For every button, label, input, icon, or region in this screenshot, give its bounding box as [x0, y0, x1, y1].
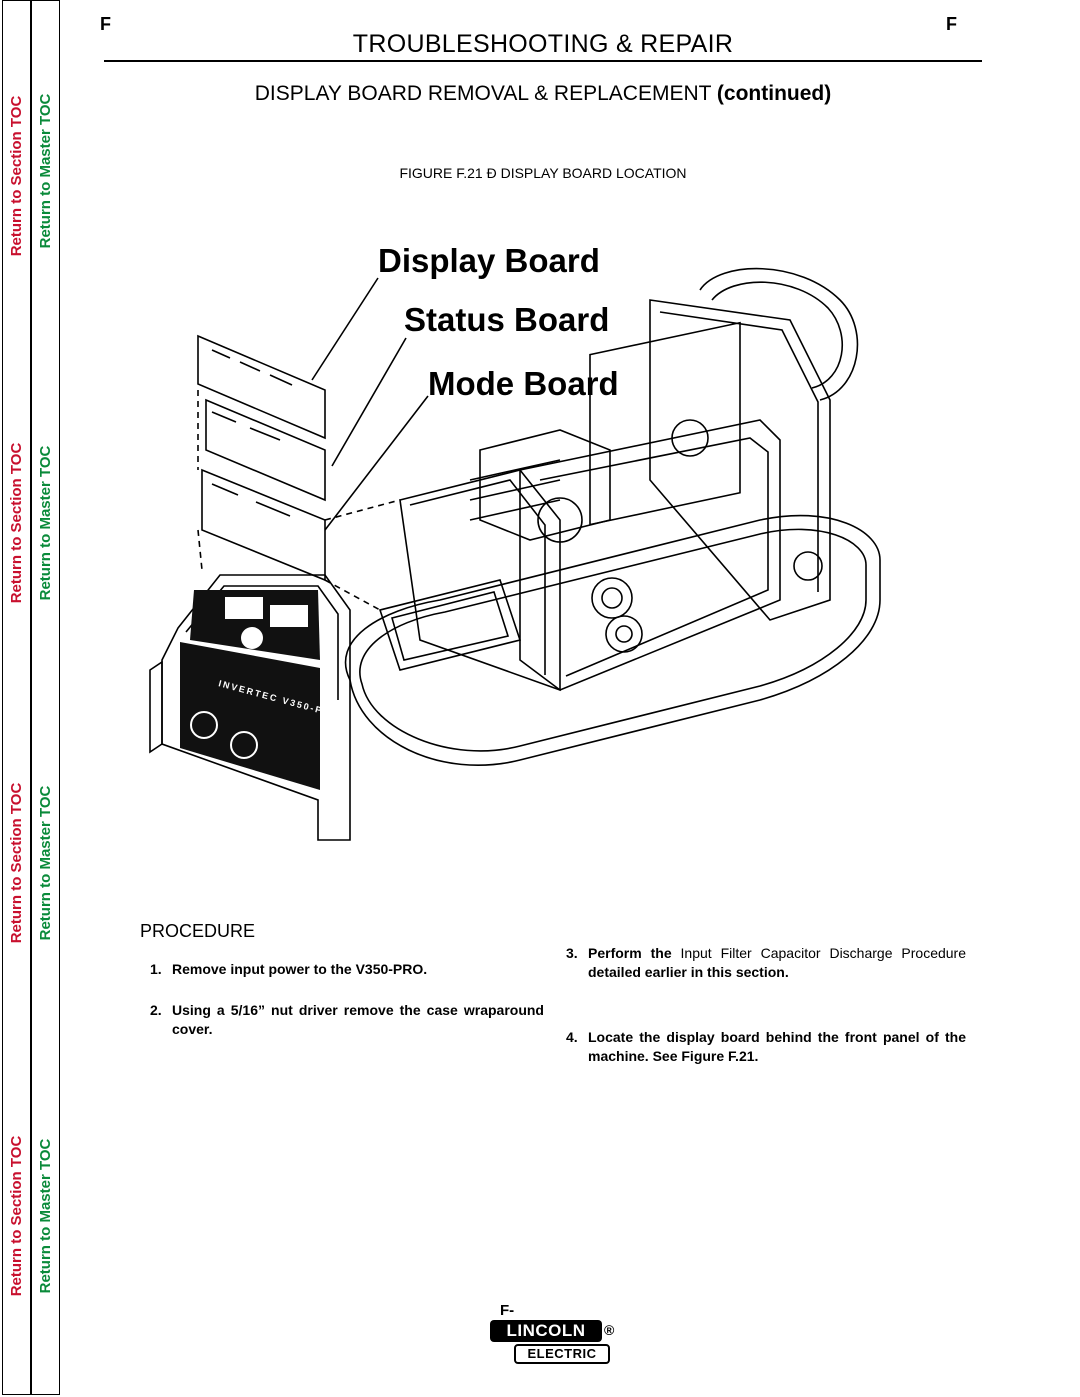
procedure-step-2: 2. Using a 5/16” nut driver remove the c… — [150, 1001, 544, 1039]
section-title-text: DISPLAY BOARD REMOVAL & REPLACEMENT — [254, 82, 712, 105]
procedure-step-1: 1. Remove input power to the V350-PRO. — [150, 960, 544, 979]
section-title-suffix: (continued) — [716, 82, 832, 105]
logo-top-text: LINCOLN — [490, 1320, 602, 1342]
step-number: 2. — [150, 1002, 162, 1018]
procedure-heading: PROCEDURE — [140, 921, 256, 941]
callout-mode-board: Mode Board — [428, 365, 619, 402]
header-page-mark-left: F — [100, 14, 111, 34]
step-text-procedure-name: Input Filter Capacitor Discharge Procedu… — [680, 945, 966, 961]
section-title: DISPLAY BOARD REMOVAL & REPLACEMENT (con… — [104, 82, 982, 106]
registered-mark: ® — [604, 1322, 615, 1338]
master-toc-tab: Return to Master TOC Return to Master TO… — [31, 0, 60, 1395]
callout-display-board: Display Board — [378, 242, 600, 279]
step-text: Remove input power to the V350-PRO. — [172, 961, 428, 977]
page-number: F- — [500, 1302, 515, 1319]
lincoln-electric-logo: LINCOLN ® ELECTRIC — [490, 1320, 622, 1368]
callout-status-board: Status Board — [404, 301, 610, 338]
logo-bottom-text: ELECTRIC — [514, 1344, 610, 1364]
procedure-step-4: 4. Locate the display board behind the f… — [566, 1028, 966, 1066]
step-number: 3. — [566, 945, 578, 961]
step-text: Locate the display board behind the fron… — [588, 1029, 966, 1064]
page-title: TROUBLESHOOTING & REPAIR — [104, 30, 982, 62]
section-toc-tab: Return to Section TOC Return to Section … — [2, 0, 31, 1395]
figure-caption: FIGURE F.21 Ð DISPLAY BOARD LOCATION — [399, 165, 687, 181]
step-text: Using a 5/16” nut driver remove the case… — [172, 1002, 544, 1037]
procedure-step-3: 3. Perform the Input Filter Capacitor Di… — [566, 944, 966, 982]
step-number: 1. — [150, 961, 162, 977]
step-number: 4. — [566, 1029, 578, 1045]
step-text-post: detailed earlier in this section. — [588, 964, 789, 980]
step-text-pre: Perform the — [588, 945, 672, 961]
header-page-mark-right: F — [946, 14, 957, 34]
